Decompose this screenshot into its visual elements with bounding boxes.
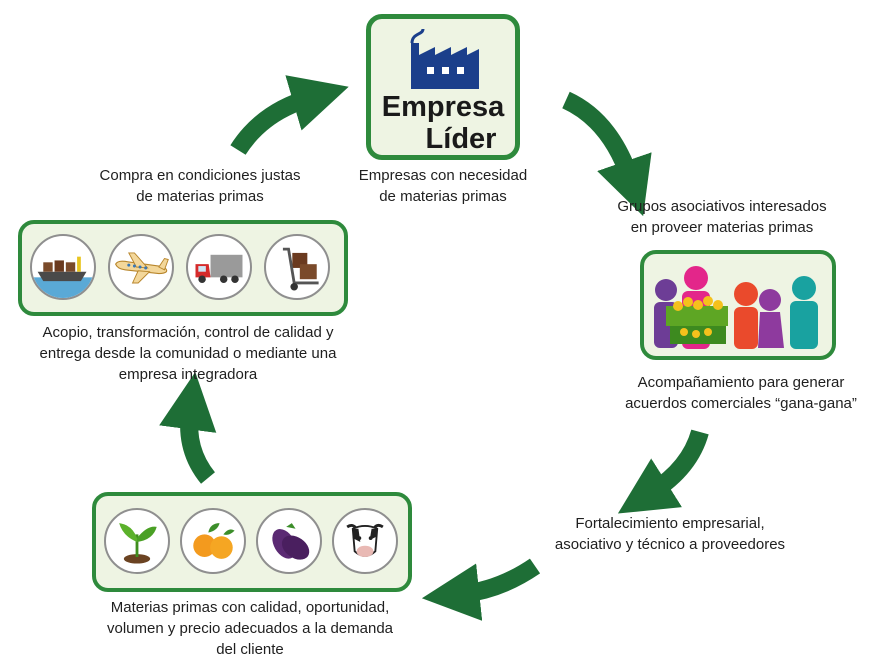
lead-caption-line2: de materias primas bbox=[379, 188, 507, 205]
eggplant-icon bbox=[256, 508, 322, 574]
strengthening-caption-line1: Fortalecimiento empresarial, bbox=[575, 515, 765, 532]
groups-caption-line1: Grupos asociativos interesados bbox=[617, 198, 827, 215]
factory-icon bbox=[410, 28, 479, 89]
arrow-purchase-to-leader bbox=[230, 75, 349, 156]
lead-company-box: Empresa Líder bbox=[366, 14, 520, 160]
materials-caption-line2: volumen y precio adecuados a la demanda bbox=[106, 620, 394, 637]
airplane-icon bbox=[108, 234, 174, 300]
raw-materials-box bbox=[92, 492, 412, 592]
cargo-ship-icon bbox=[30, 234, 96, 300]
people-with-fruit-cart-icon bbox=[654, 266, 818, 349]
associative-groups-box bbox=[640, 250, 836, 360]
cow-icon bbox=[332, 508, 398, 574]
hand-truck-icon bbox=[264, 234, 330, 300]
lead-company-title-line2: Líder bbox=[425, 123, 497, 155]
materials-caption-line3: del cliente bbox=[216, 641, 284, 658]
oranges-icon bbox=[180, 508, 246, 574]
arrow-leader-to-groups bbox=[562, 91, 652, 217]
collection-caption-line3: empresa integradora bbox=[118, 366, 258, 383]
strengthening-caption-line2: asociativo y técnico a proveedores bbox=[554, 536, 786, 553]
truck-icon bbox=[186, 234, 252, 300]
collection-caption-line2: entrega desde la comunidad o mediante un… bbox=[39, 345, 337, 362]
logistics-box bbox=[18, 220, 348, 316]
purchase-caption-line1: Compra en condiciones justas bbox=[99, 167, 301, 184]
lead-company-title-line1: Empresa bbox=[381, 91, 505, 123]
arrow-agreements-to-strengthening bbox=[617, 429, 709, 514]
agreements-caption-line2: acuerdos comerciales “gana-gana” bbox=[625, 395, 857, 412]
purchase-caption-line2: de materias primas bbox=[136, 188, 264, 205]
agreements-caption-line1: Acompañamiento para generar bbox=[637, 374, 845, 391]
groups-caption-line2: en proveer materias primas bbox=[630, 219, 814, 236]
plant-sprout-icon bbox=[104, 508, 170, 574]
lead-caption-line1: Empresas con necesidad bbox=[358, 167, 528, 184]
arrow-strengthening-to-materials bbox=[421, 558, 541, 621]
materials-caption-line1: Materias primas con calidad, oportunidad… bbox=[110, 599, 390, 616]
collection-caption-line1: Acopio, transformación, control de calid… bbox=[42, 324, 334, 341]
arrow-materials-to-collection bbox=[159, 372, 217, 484]
